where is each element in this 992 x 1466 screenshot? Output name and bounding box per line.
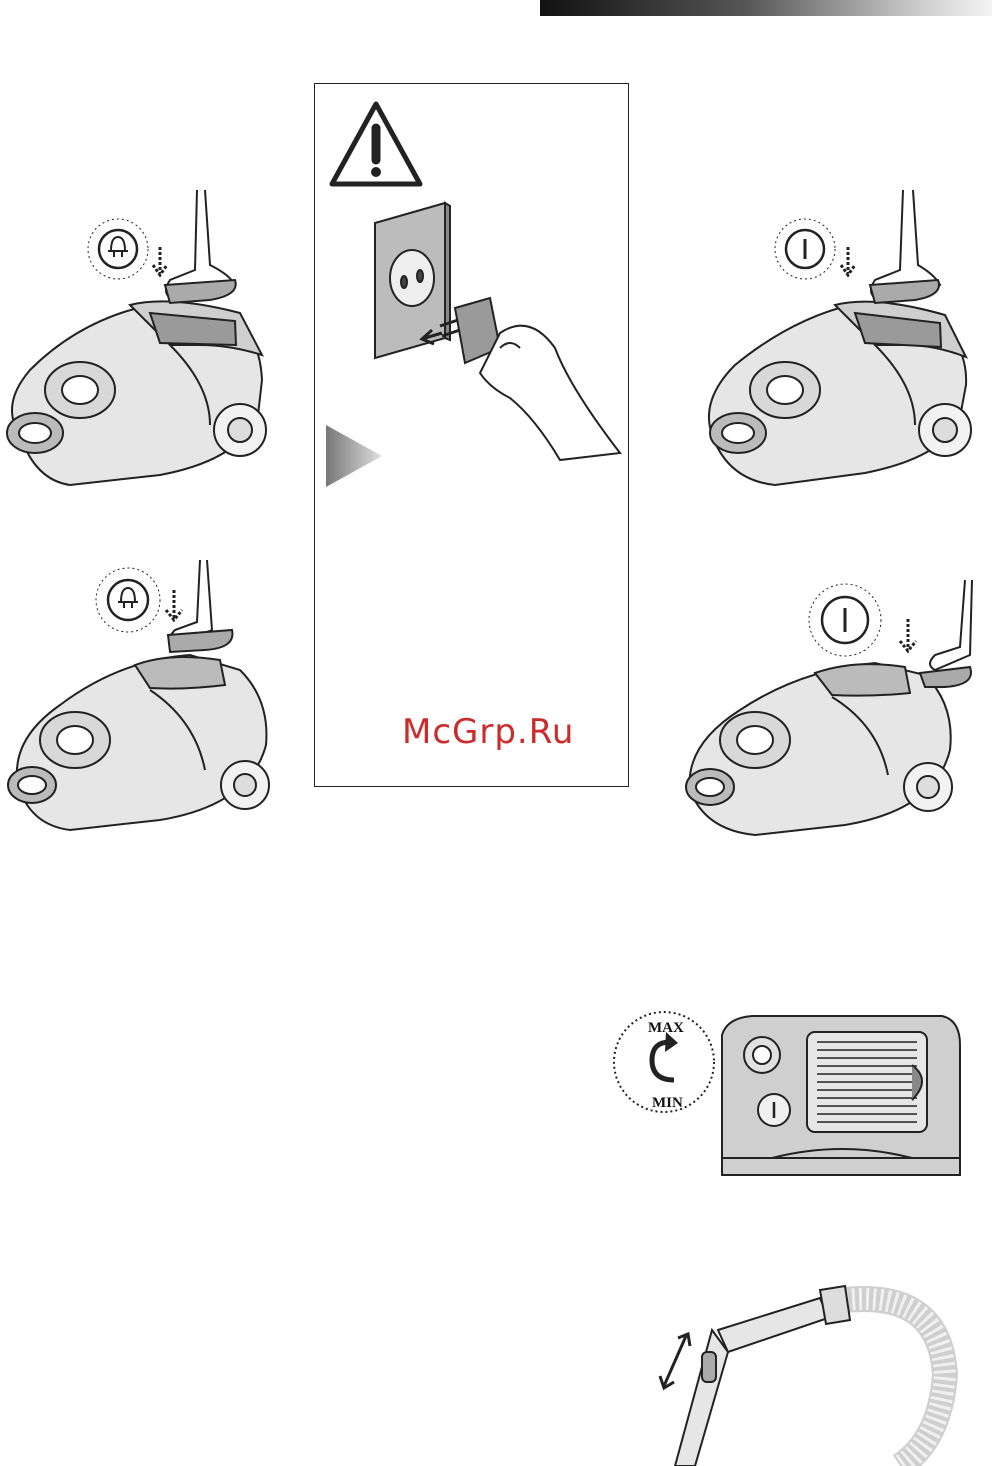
power-icon: [775, 219, 835, 279]
vacuum-body: [709, 302, 971, 485]
play-arrow-icon: [326, 425, 382, 487]
vacuum-power-pedal-figure-2: [680, 575, 980, 860]
warning-triangle-icon: [328, 100, 424, 188]
watermark: McGrp.Ru: [402, 712, 574, 752]
vacuum-power-pedal-figure-1: [700, 185, 980, 495]
down-arrow-icon: [841, 247, 855, 275]
down-arrow-icon: [900, 619, 916, 651]
adjust-arrows-icon: [660, 1334, 690, 1388]
plug-icon: [88, 219, 148, 279]
dial-min-label: MIN: [652, 1095, 683, 1112]
plug-and-hand: [440, 298, 620, 460]
dial-max-label: MAX: [648, 1020, 684, 1037]
foot-pressing-pedal: [920, 580, 972, 687]
vacuum-body: [7, 301, 266, 485]
header-gradient-bar: [540, 0, 992, 16]
foot-pressing-pedal: [870, 190, 940, 303]
vacuum-body: [8, 655, 269, 830]
unplug-illustration: [370, 198, 625, 460]
vacuum-body: [686, 663, 952, 835]
plug-icon: [96, 568, 160, 632]
tube: [675, 1286, 850, 1466]
foot-pressing-pedal: [165, 190, 236, 303]
vacuum-cord-pedal-figure-2: [0, 560, 280, 860]
down-arrow-icon: [153, 247, 167, 275]
down-arrow-icon: [166, 590, 182, 620]
vacuum-cord-pedal-figure-1: [0, 185, 280, 505]
hose: [845, 1299, 945, 1466]
telescopic-tube-illustration: [650, 1280, 960, 1466]
power-icon: [809, 584, 881, 656]
vacuum-top-panel: [722, 1016, 960, 1175]
foot-pressing-pedal: [168, 560, 232, 652]
